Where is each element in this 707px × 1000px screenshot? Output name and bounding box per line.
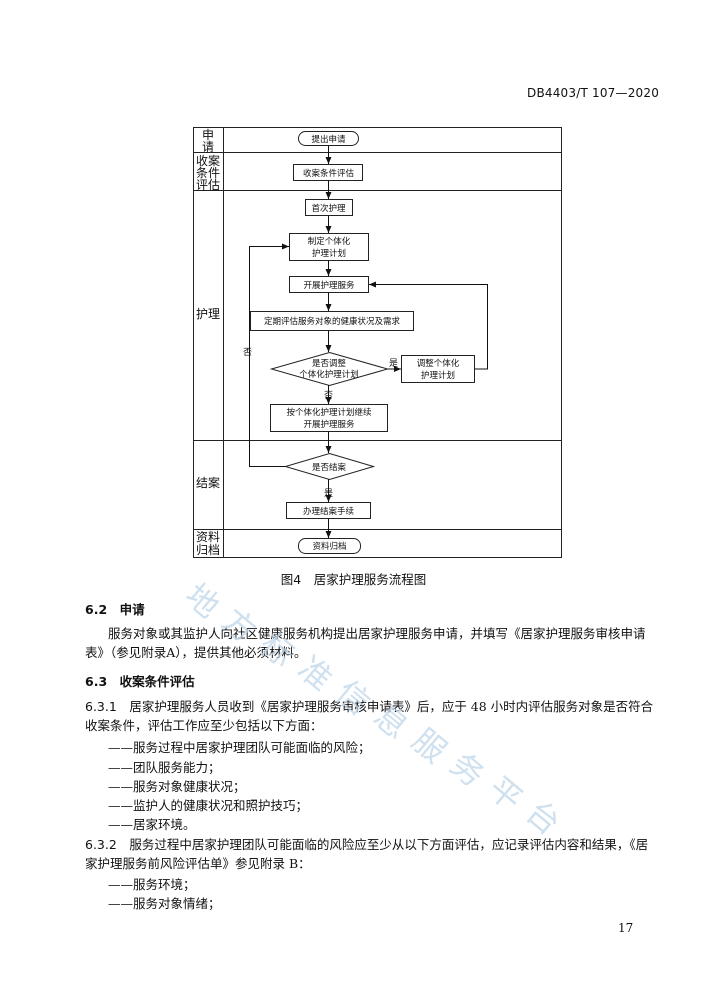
list-item: ——服务对象情绪； [108,896,221,911]
clause-text: 服务过程中居家护理团队可能面临的风险应至少从以下方面评估，应记录评估内容和结果，… [129,837,649,852]
node-close-decision-label: 是否结案 [312,462,347,473]
clause-text: 居家护理服务人员收到《居家护理服务审核申请表》后，应于 48 小时内评估服务对象… [129,699,654,714]
document-code: DB4403/T 107—2020 [527,86,660,100]
node-close-decision [283,452,376,481]
edge-label-no-close: 否 [243,347,252,358]
watermark-char: 平 [481,769,530,819]
node-close-procedure-label: 办理结案手续 [303,506,355,517]
list-item: ——服务过程中居家护理团队可能面临的风险； [108,740,371,755]
section-number: 6.2 [85,602,108,617]
lane-label-assess-3: 评估 [196,178,220,192]
node-archive [298,538,361,554]
watermark-char: 服 [405,721,454,771]
section-title: 收案条件评估 [119,674,195,689]
lane-label-archive-1: 资料 [196,530,220,544]
node-continue-service [270,404,388,432]
list-item: ——服务对象健康状况； [108,779,246,794]
list-item: ——服务环境； [108,877,196,892]
node-adjust-decision-label-1: 是否调整 [312,358,347,369]
node-adjust-plan-label-1: 调整个体化 [417,358,460,369]
paragraph-line: 家护理服务前风险评估单》参见附录 B： [85,856,311,871]
section-title: 申请 [119,602,145,617]
section-6-2-heading: 6.2 申请 [85,599,145,618]
lane-label-close: 结案 [196,475,220,490]
node-apply-label: 提出申请 [311,134,346,145]
paragraph-line: 表》（参见附录A），提供其他必须材料。 [85,645,307,660]
node-archive-label: 资料归档 [312,541,346,552]
edge-label-yes-adjust: 是 [389,358,398,369]
lane-label-apply-1: 申 [202,128,214,142]
node-make-plan-label-1: 制定个体化 [308,236,351,247]
node-periodic-assess [250,311,414,331]
node-adjust-plan [401,355,475,383]
lane-label-assess-2: 条件 [196,166,220,180]
node-make-plan-label-2: 护理计划 [312,248,346,259]
list-item: ——团队服务能力； [108,760,221,775]
paragraph-line: 6.3.1 居家护理服务人员收到《居家护理服务审核申请表》后，应于 48 小时内… [85,697,653,716]
list-item: ——居家环境。 [108,817,196,832]
page-number: 17 [618,921,634,935]
paragraph-line: 服务对象或其监护人向社区健康服务机构提出居家护理服务申请，并填写《居家护理服务审… [108,626,646,641]
figure-caption: 图4 居家护理服务流程图 [280,572,427,587]
watermark-char: 务 [443,745,492,795]
node-continue-label-1: 按个体化护理计划继续 [286,407,372,418]
paragraph-line: 收案条件，评估工作应至少包括以下方面： [85,718,323,733]
care-service-flowchart: 申 请 收案 条件 评估 护理 结案 资料 归档 [193,127,562,558]
edge-label-yes-close: 是 [324,488,333,499]
section-6-3-heading: 6.3 收案条件评估 [85,671,195,690]
list-item: ——监护人的健康状况和照护技巧； [108,798,309,813]
lane-label-archive-2: 归档 [196,543,220,557]
node-continue-label-2: 开展护理服务 [303,419,355,430]
paragraph-line: 6.3.2 服务过程中居家护理团队可能面临的风险应至少从以下方面评估，应记录评估… [85,835,648,854]
lane-label-apply-2: 请 [202,140,214,154]
node-service-label: 开展护理服务 [303,280,355,291]
node-first-care-label: 首次护理 [311,203,346,214]
node-assess-label: 收案条件评估 [303,168,355,179]
lane-label-care: 护理 [196,307,220,321]
edge-close-no-loop [249,243,289,467]
section-number: 6.3 [85,674,108,689]
node-adjust-decision-label-2: 个体化护理计划 [299,369,359,380]
flowchart-frame [193,127,562,558]
clause-number: 6.3.1 [85,699,117,714]
lane-label-assess-1: 收案 [196,153,220,168]
edge-label-no-adjust: 否 [324,390,333,401]
node-adjust-decision [269,351,390,387]
edge-adjust-service [369,281,488,370]
node-adjust-plan-label-2: 护理计划 [421,370,455,381]
clause-number: 6.3.2 [85,837,117,852]
node-periodic-label: 定期评估服务对象的健康状况及需求 [264,316,401,327]
